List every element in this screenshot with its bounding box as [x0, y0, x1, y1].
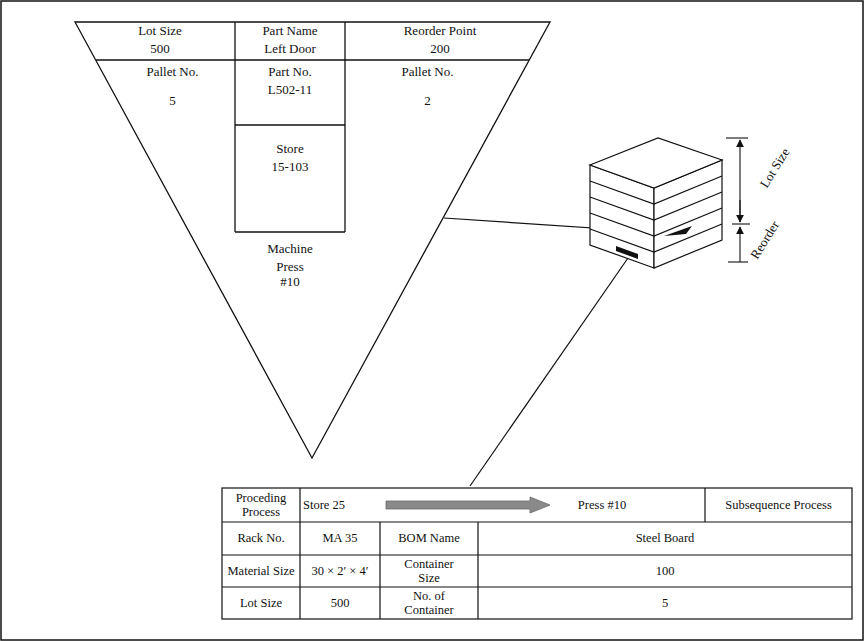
table-cell: Rack No. [222, 522, 300, 555]
kanban-field: Machine [250, 240, 330, 258]
table-cell: 30 × 2′ × 4′ [300, 555, 380, 587]
kanban-value: 15-103 [235, 158, 345, 176]
table-cell: No. of Container [380, 587, 478, 619]
table-cell: Proceding Process [222, 488, 300, 522]
kanban-field: Part No. [235, 63, 345, 81]
table-cell: Press #10 [552, 488, 652, 522]
kanban-field: Pallet No. [110, 63, 235, 81]
kanban-field: Lot Size [85, 22, 235, 41]
kanban-value: 200 [345, 40, 535, 59]
dimension-label: Lot Size [752, 138, 797, 197]
kanban-value: 2 [345, 92, 510, 110]
kanban-value: 500 [85, 40, 235, 59]
table-cell: Subsequence Process [705, 488, 852, 522]
pallet-stack [590, 138, 722, 268]
kanban-value: Press #10 [268, 258, 312, 292]
material-kanban-table [222, 488, 852, 619]
kanban-marker [616, 246, 638, 259]
dimension-label: Reorder [742, 210, 787, 269]
kanban-field: Reorder Point [345, 22, 535, 41]
table-cell: Lot Size [222, 587, 300, 619]
table-cell: MA 35 [300, 522, 380, 555]
table-cell: Store 25 [303, 488, 345, 522]
kanban-field: Pallet No. [345, 63, 510, 81]
table-cell: Material Size [222, 555, 300, 587]
kanban-value: Left Door [235, 40, 345, 59]
dimension-line [726, 138, 750, 262]
kanban-field: Part Name [235, 22, 345, 41]
kanban-value: 5 [110, 92, 235, 110]
signal-kanban [75, 22, 550, 458]
kanban-marker [664, 226, 692, 236]
flow-arrow [386, 497, 550, 513]
kanban-field: Store [235, 140, 345, 158]
table-cell: 500 [300, 587, 380, 619]
table-cell: Steel Board [478, 522, 852, 555]
table-cell: Container Size [380, 555, 478, 587]
table-cell: 100 [478, 555, 852, 587]
table-cell: BOM Name [380, 522, 478, 555]
kanban-value: L502-11 [235, 81, 345, 99]
table-cell: 5 [478, 587, 852, 619]
